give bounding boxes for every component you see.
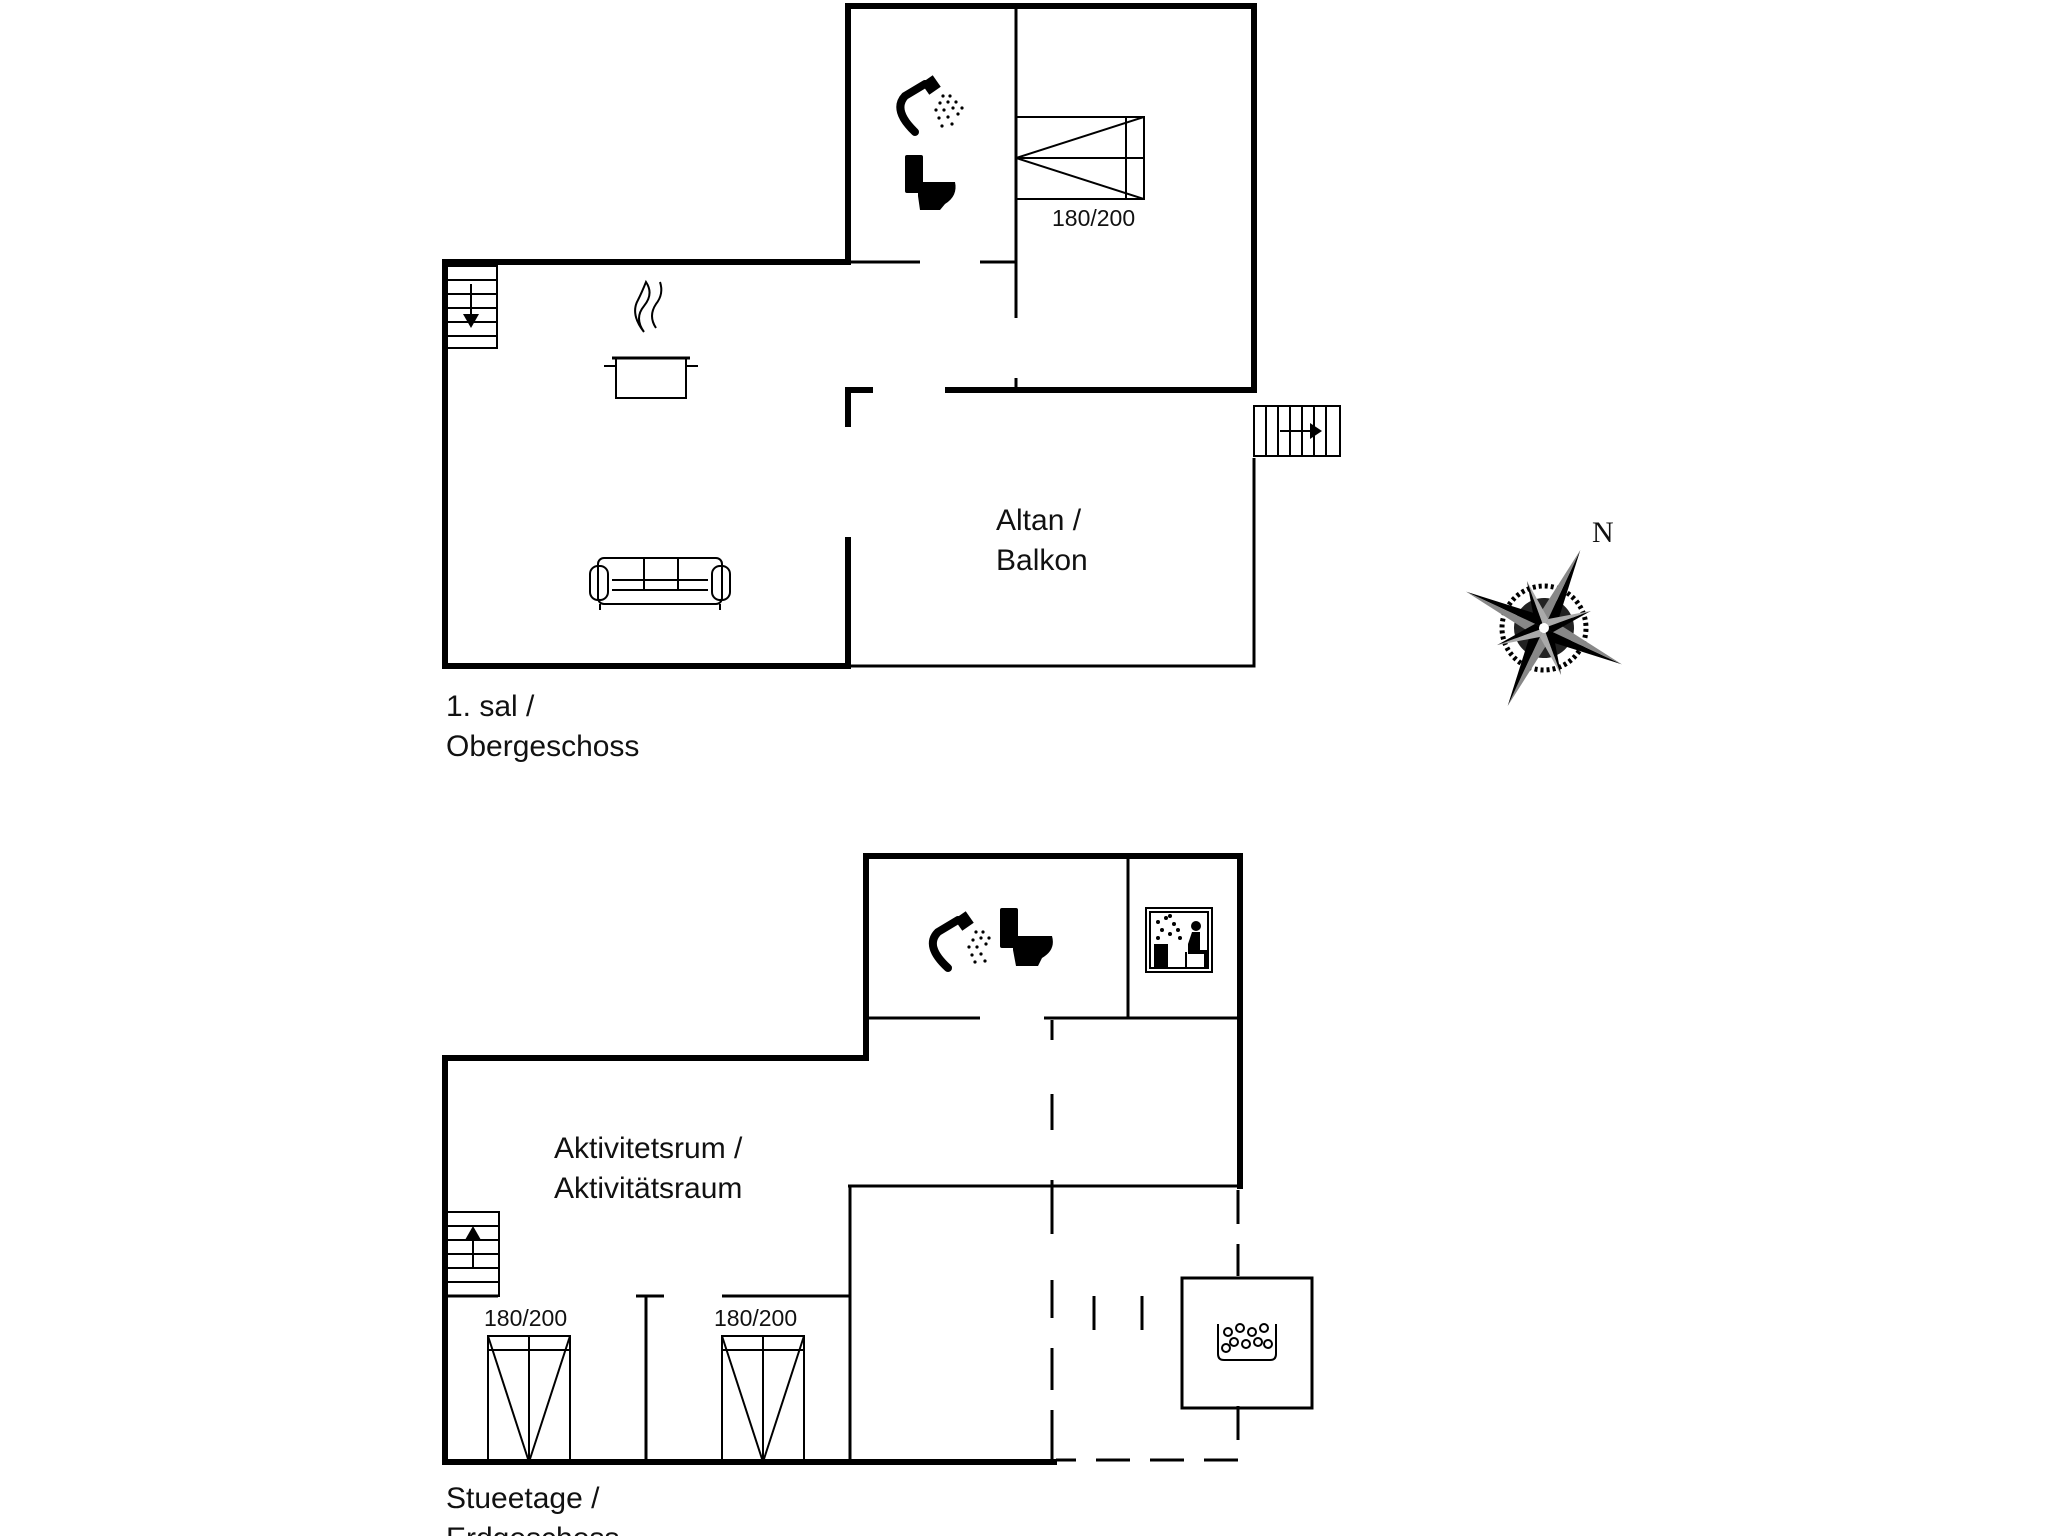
- stairs-down-icon: [444, 265, 498, 349]
- deck-outline: [1056, 1190, 1240, 1462]
- double-bed-icon: [1015, 116, 1145, 200]
- double-bed-icon: [487, 1335, 571, 1463]
- double-bed-icon: [721, 1335, 805, 1463]
- exterior-stairs-icon: [1253, 405, 1341, 457]
- compass-rose-icon: N: [1466, 516, 1622, 706]
- upper-floor-label-line1: 1. sal /: [446, 690, 535, 723]
- sofa-icon: [589, 557, 731, 610]
- upper-floor-walls: [442, 3, 1257, 669]
- activity-room-label-line2: Aktivitätsraum: [554, 1172, 742, 1205]
- sauna-icon: [1145, 907, 1213, 973]
- upper-bed-size-label: 180/200: [1052, 205, 1135, 231]
- upper-floor-plan: 180/200: [442, 3, 1341, 763]
- toilet-icon: [905, 155, 956, 210]
- stairs-up-icon: [446, 1211, 500, 1297]
- ground-floor-label-line2: Erdgeschoss: [446, 1522, 619, 1536]
- upper-floor-label-line2: Obergeschoss: [446, 730, 639, 763]
- deck-rails: [1092, 1296, 1144, 1330]
- ground-floor-plan: Aktivitetsrum / Aktivitätsraum 180/200 1…: [442, 853, 1314, 1536]
- whirlpool-icon: [1180, 1276, 1314, 1410]
- toilet-icon: [1000, 908, 1053, 966]
- balcony-label-line2: Balkon: [996, 544, 1088, 577]
- balcony-label-line1: Altan /: [996, 504, 1082, 537]
- shower-icon: [896, 75, 964, 136]
- ground-floor-label-line1: Stueetage /: [446, 1482, 600, 1515]
- balcony-outline: [850, 458, 1256, 668]
- bed1-size-label: 180/200: [484, 1305, 567, 1331]
- bed2-size-label: 180/200: [714, 1305, 797, 1331]
- compass-north-label: N: [1592, 516, 1614, 549]
- cooking-pot-icon: [604, 279, 698, 399]
- shower-icon: [928, 911, 991, 972]
- activity-room-label-line1: Aktivitetsrum /: [554, 1132, 743, 1165]
